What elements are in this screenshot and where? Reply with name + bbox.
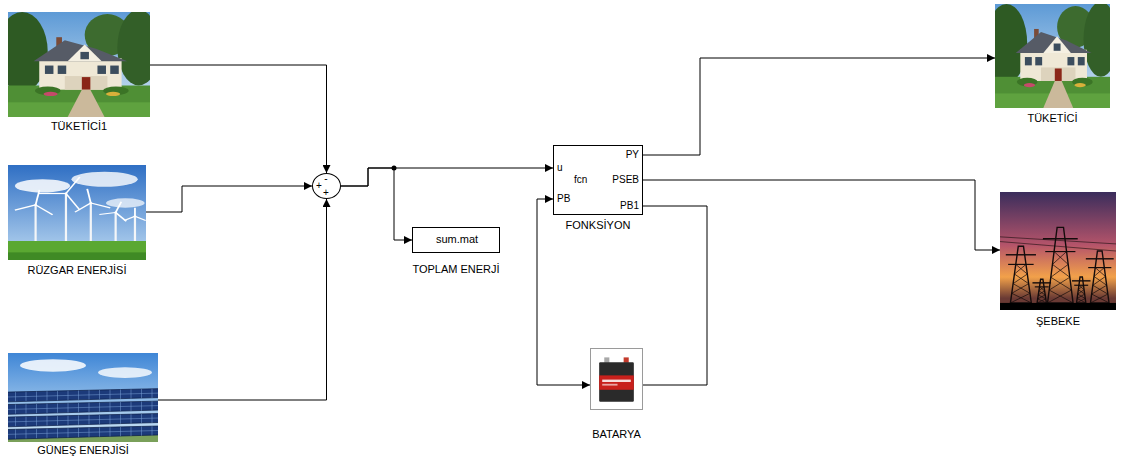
signal-line	[341, 168, 412, 240]
block-caption: TOPLAM ENERJİ	[412, 263, 499, 276]
picture-frame	[8, 353, 158, 442]
block-outline: uPBPYfcnPSEBPB1	[553, 145, 643, 215]
picture-frame	[8, 165, 146, 260]
grid-image-block: ŞEBEKE	[1000, 192, 1116, 328]
picture-frame	[995, 4, 1110, 108]
consumer-image-block: TÜKETİCİ	[995, 4, 1110, 125]
solar-picture	[8, 353, 158, 442]
signal-line	[643, 180, 1000, 250]
picture-frame	[8, 12, 150, 117]
house-picture	[995, 4, 1110, 108]
wind-picture	[8, 165, 146, 260]
block-outline: sum.mat	[412, 227, 500, 253]
function-block: uPBPYfcnPSEBPB1FONKSİYON	[553, 145, 643, 232]
signal-line	[643, 206, 707, 385]
block-caption: TÜKETİCİ1	[51, 120, 107, 133]
signal-line	[341, 168, 553, 186]
house-picture	[8, 12, 150, 117]
wind-image-block: RÜZGAR ENERJİSİ	[8, 165, 146, 277]
grid-picture	[1000, 192, 1116, 310]
block-caption: FONKSİYON	[566, 219, 631, 232]
solar-image-block: GÜNEŞ ENERJİSİ	[8, 353, 158, 457]
consumer-image-block: TÜKETİCİ1	[8, 12, 150, 133]
block-caption: BATARYA	[592, 428, 641, 441]
block-outline: -++	[312, 173, 341, 199]
signal-line	[146, 186, 312, 212]
block-caption: TÜKETİCİ	[1027, 112, 1077, 125]
signal-line	[150, 65, 327, 173]
picture-frame	[590, 348, 643, 410]
to-file-block: sum.matTOPLAM ENERJİ	[412, 227, 500, 276]
junction-dot	[392, 166, 397, 171]
signal-line	[158, 199, 327, 400]
picture-frame	[1000, 192, 1116, 310]
block-caption: RÜZGAR ENERJİSİ	[27, 264, 126, 277]
sum-block: -++	[312, 173, 341, 199]
battery-picture	[591, 349, 642, 409]
block-caption: ŞEBEKE	[1036, 315, 1080, 328]
signal-line	[643, 58, 995, 155]
battery-image-block: BATARYA	[590, 348, 643, 441]
block-caption: GÜNEŞ ENERJİSİ	[37, 444, 129, 457]
